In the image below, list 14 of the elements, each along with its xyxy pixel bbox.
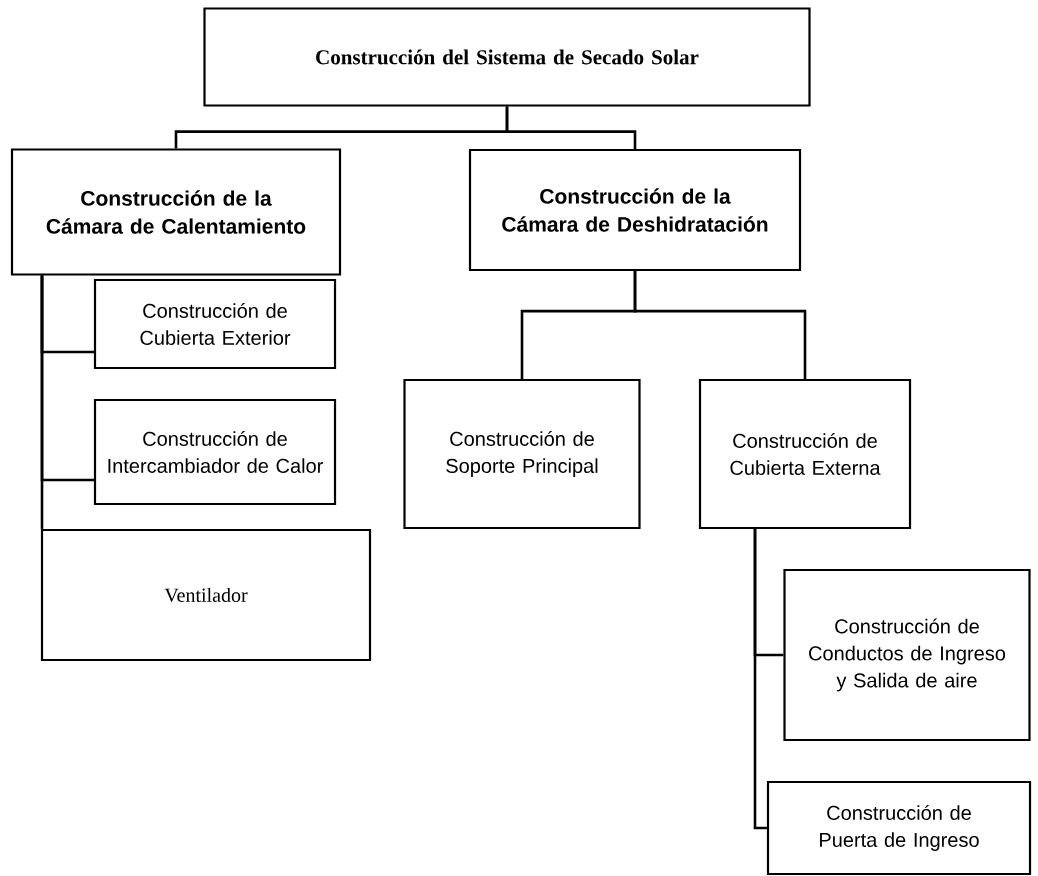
process-box: Construcción de Conductos de Ingreso y Salida de aire — [783, 568, 1031, 742]
connector-line — [633, 271, 807, 379]
process-box: Construcción de Intercambiador de Calor — [93, 398, 337, 506]
process-box: Construcción de Soporte Principal — [403, 378, 641, 530]
connector-line — [753, 529, 767, 830]
process-box: Construcción de Cubierta Externa — [698, 378, 912, 530]
process-box: Construcción de Puerta de Ingreso — [766, 780, 1032, 876]
process-box: Construcción de la Cámara de Deshidratación — [468, 148, 802, 272]
process-box: Construcción de la Cámara de Calentamiento — [10, 148, 342, 276]
process-box: Ventilador — [40, 528, 372, 662]
title-box: Construcción del Sistema de Secado Solar — [203, 7, 811, 107]
connector-line — [40, 275, 44, 529]
process-box: Construcción de Cubierta Exterior — [93, 278, 337, 370]
connector-line — [505, 106, 637, 149]
